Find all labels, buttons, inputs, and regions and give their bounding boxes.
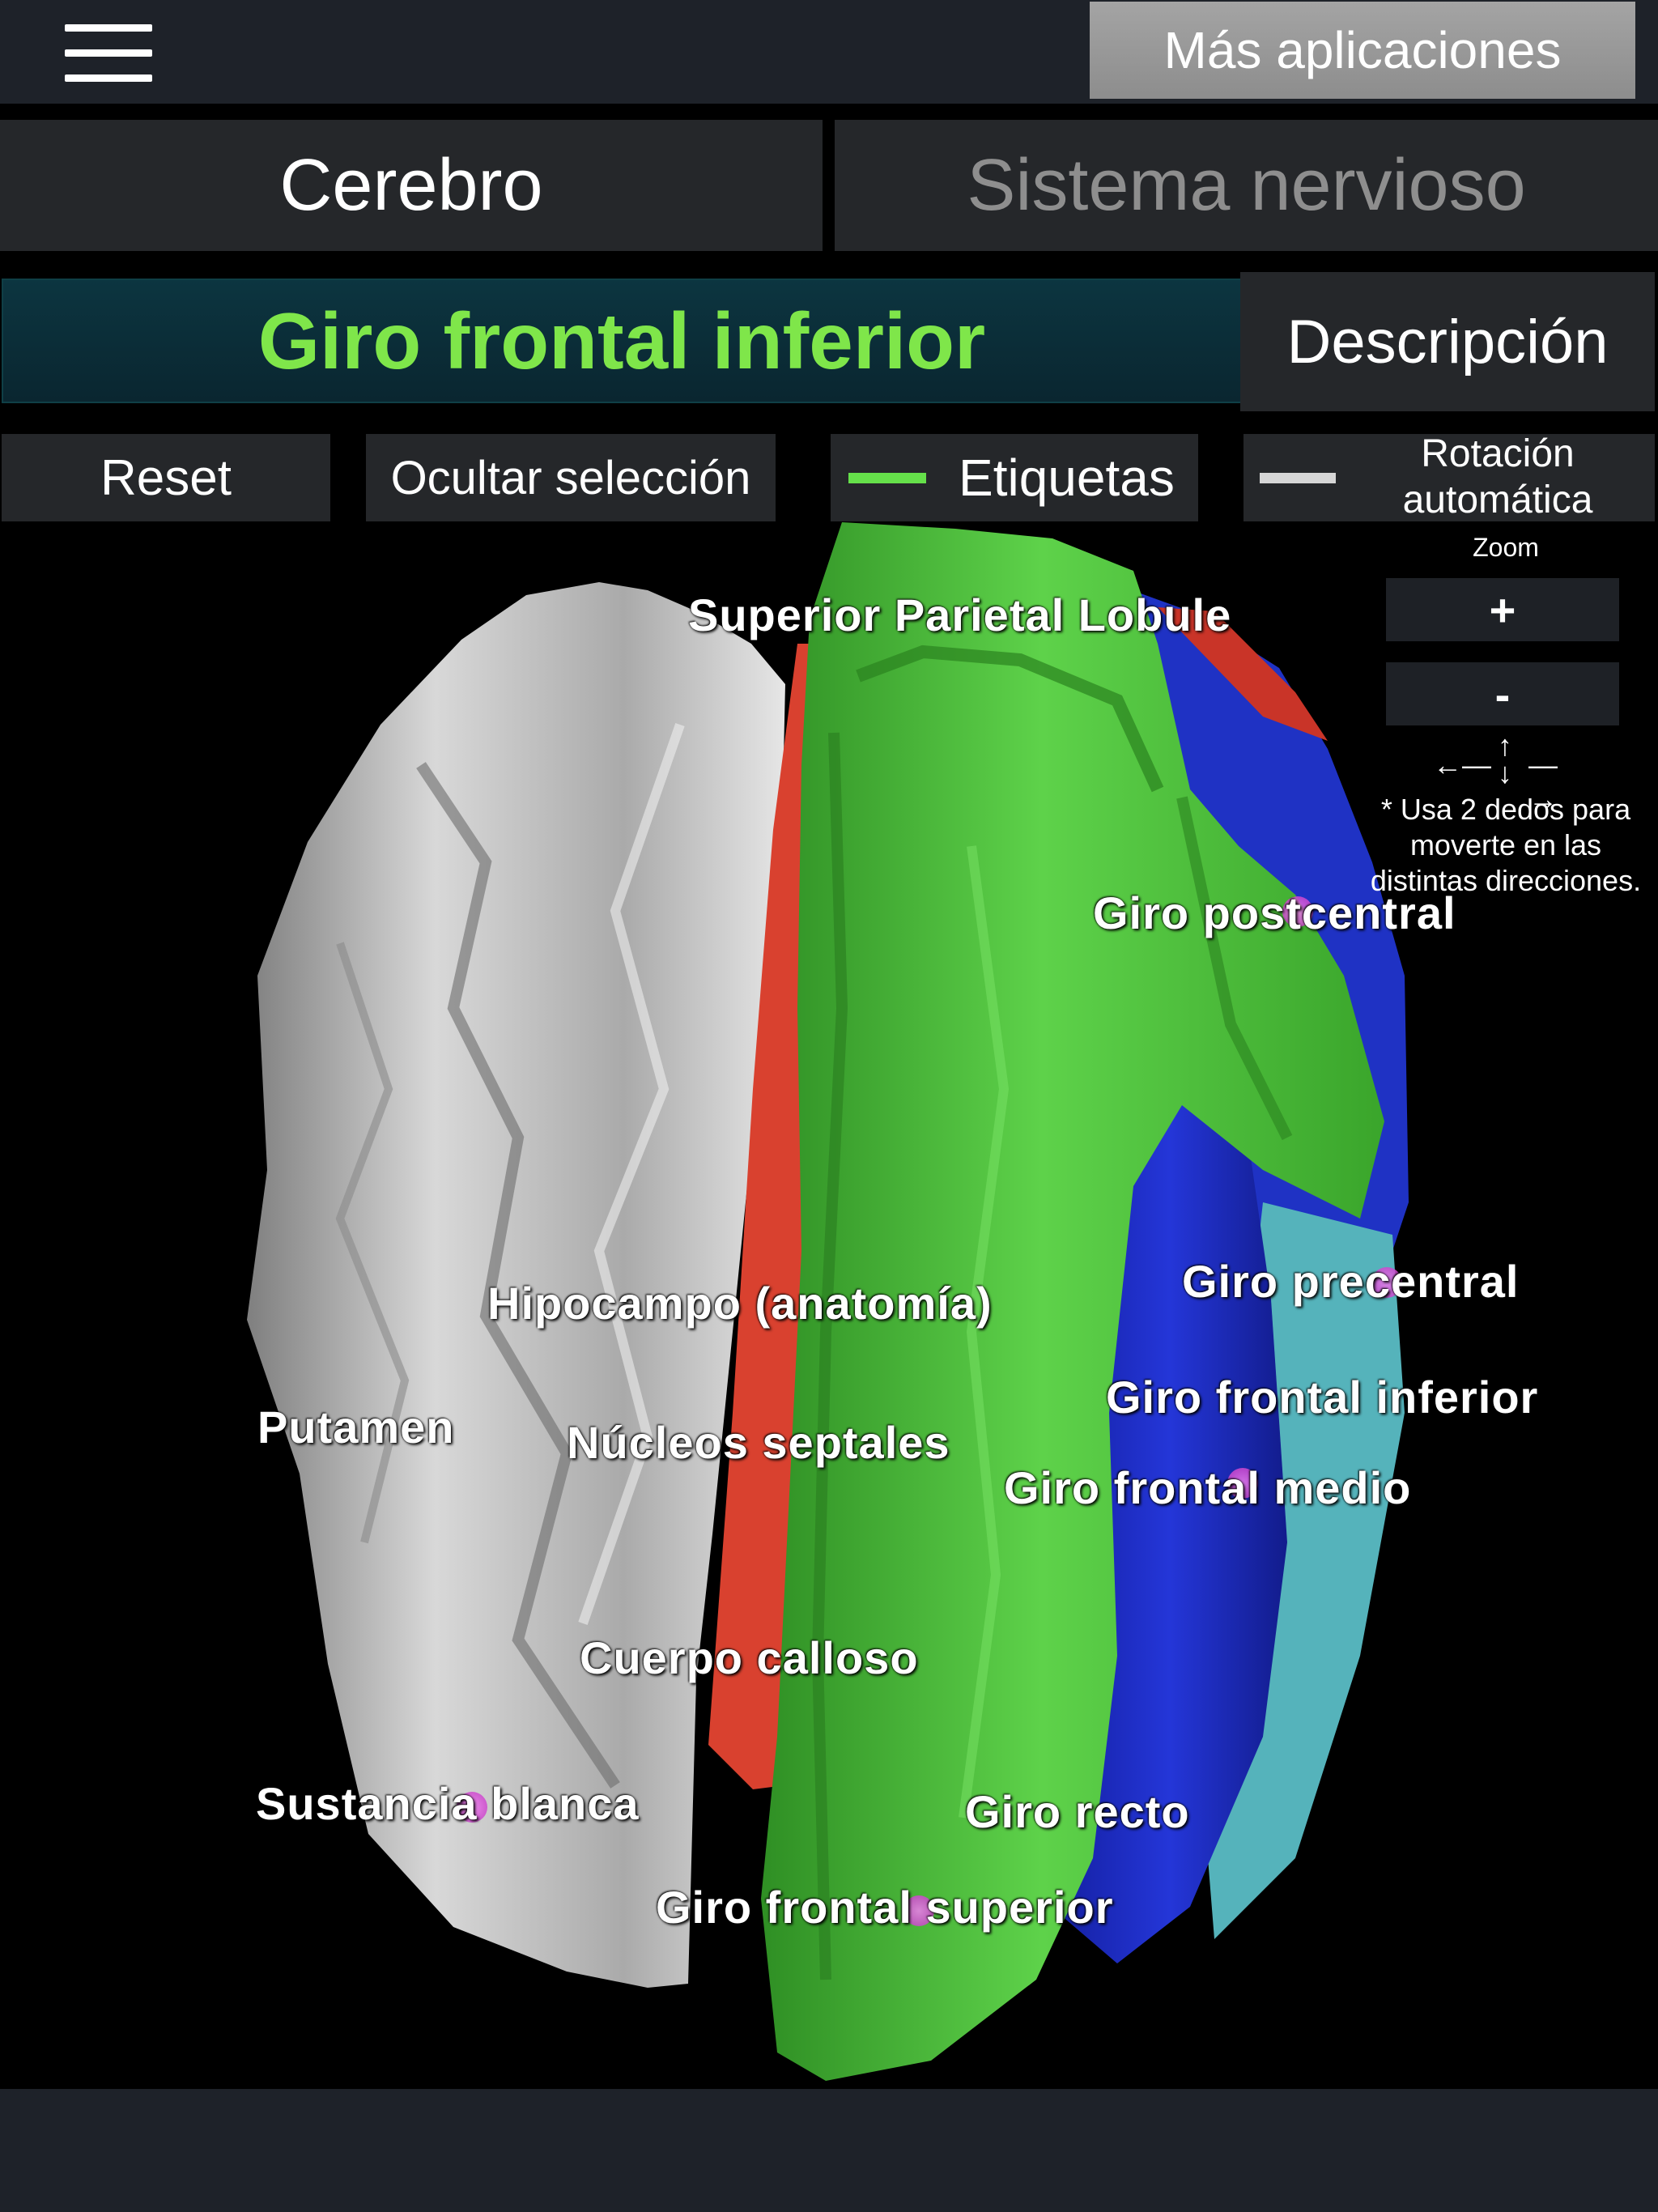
label-giro-frontal-medio[interactable]: Giro frontal medio	[1004, 1462, 1412, 1513]
label-pin[interactable]	[1371, 1267, 1402, 1298]
reset-button[interactable]: Reset	[2, 434, 330, 521]
label-giro-recto[interactable]: Giro recto	[965, 1786, 1190, 1837]
pan-hint-line3: distintas direcciones.	[1370, 864, 1642, 897]
label-sustancia-blanca[interactable]: Sustancia blanca	[256, 1778, 640, 1829]
hamburger-menu-icon[interactable]	[65, 24, 154, 83]
pan-hint-line1: * Usa 2 dedos para	[1380, 793, 1631, 826]
label-cuerpo-calloso[interactable]: Cuerpo calloso	[580, 1632, 919, 1683]
label-putamen[interactable]: Putamen	[257, 1402, 455, 1453]
zoom-title: Zoom	[1473, 533, 1539, 562]
labels-toggle-label: Etiquetas	[959, 449, 1175, 507]
brain-3d-viewport[interactable]: Superior Parietal Lobule Giro postcentra…	[0, 522, 1658, 2089]
label-nucleos-septales[interactable]: Núcleos septales	[567, 1417, 950, 1468]
tab-cerebro[interactable]: Cerebro	[0, 120, 823, 251]
pan-hint-line2: moverte en las	[1409, 828, 1602, 861]
label-giro-precentral[interactable]: Giro precentral	[1182, 1256, 1520, 1307]
label-pin[interactable]	[1227, 1468, 1258, 1499]
more-apps-button[interactable]: Más aplicaciones	[1090, 2, 1635, 99]
autorotate-label-line1: Rotación	[1421, 432, 1575, 475]
zoom-out-button[interactable]: -	[1386, 662, 1619, 725]
label-giro-postcentral[interactable]: Giro postcentral	[1093, 887, 1456, 938]
brain-model	[247, 522, 1409, 2081]
label-pin[interactable]	[903, 1895, 934, 1926]
tab-sistema-nervioso[interactable]: Sistema nervioso	[835, 120, 1658, 251]
description-button[interactable]: Descripción	[1240, 272, 1655, 411]
hide-selection-button[interactable]: Ocultar selección	[366, 434, 776, 521]
label-hipocampo[interactable]: Hipocampo (anatomía)	[487, 1278, 993, 1329]
autorotate-off-indicator	[1260, 473, 1336, 483]
bottom-bar	[0, 2089, 1658, 2212]
label-giro-frontal-superior[interactable]: Giro frontal superior	[656, 1882, 1114, 1933]
autorotate-label-line2: automática	[1402, 479, 1593, 521]
zoom-in-button[interactable]: +	[1386, 578, 1619, 641]
label-superior-parietal-lobule[interactable]: Superior Parietal Lobule	[688, 589, 1232, 640]
label-pin[interactable]	[1282, 896, 1313, 927]
label-pin[interactable]	[457, 1792, 487, 1823]
autorotate-label: Rotación automática	[1360, 431, 1635, 525]
top-bar: Más aplicaciones	[0, 0, 1658, 104]
selected-structure-title: Giro frontal inferior	[2, 279, 1242, 403]
label-giro-frontal-inferior[interactable]: Giro frontal inferior	[1106, 1372, 1539, 1423]
pan-hint: * Usa 2 dedos para moverte en las distin…	[1352, 792, 1658, 899]
labels-on-indicator	[848, 473, 926, 483]
pan-arrows-icon: ←— ↑ ↓ —→	[1433, 729, 1558, 815]
